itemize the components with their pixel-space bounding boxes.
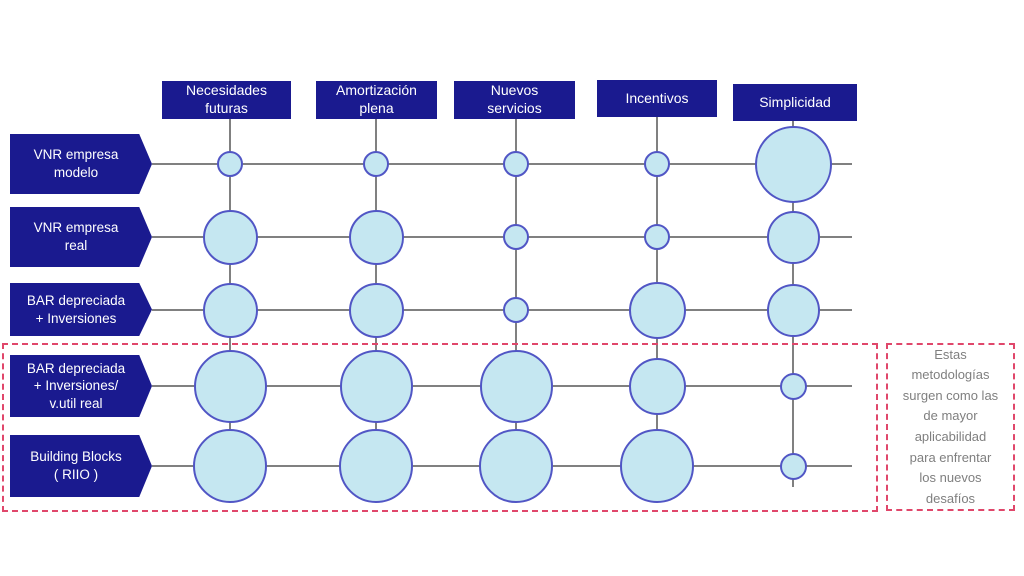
- bubble-r2-c4: [644, 224, 670, 250]
- bubble-r5-c1: [193, 429, 267, 503]
- bubble-r1-c4: [644, 151, 670, 177]
- row-label-5: Building Blocks ( RIIO ): [10, 435, 152, 497]
- grid-hline-row-3: [152, 309, 852, 311]
- bubble-r4-c2: [339, 349, 413, 423]
- bubble-r5-c2: [339, 429, 413, 503]
- row-label-1: VNR empresa modelo: [10, 134, 152, 194]
- highlight-region-box: [2, 343, 878, 512]
- bubble-r2-c5: [766, 210, 820, 264]
- row-label-2: VNR empresa real: [10, 207, 152, 267]
- bubble-r2-c1: [202, 209, 258, 265]
- bubble-r4-c5: [779, 372, 807, 400]
- grid-hline-row-1: [152, 163, 852, 165]
- column-header-3: Nuevos servicios: [454, 81, 575, 119]
- bubble-r5-c4: [620, 429, 694, 503]
- bubble-r5-c5: [779, 452, 807, 480]
- column-header-4: Incentivos: [597, 80, 717, 117]
- bubble-r1-c3: [503, 151, 529, 177]
- bubble-r3-c2: [348, 282, 404, 338]
- row-label-4: BAR depreciada + Inversiones/ v.util rea…: [10, 355, 152, 417]
- bubble-r3-c1: [202, 282, 258, 338]
- bubble-r5-c3: [479, 429, 553, 503]
- bubble-r1-c1: [217, 151, 243, 177]
- bubble-r3-c5: [766, 283, 820, 337]
- row-label-3: BAR depreciada + Inversiones: [10, 283, 152, 336]
- bubble-r4-c1: [193, 349, 267, 423]
- grid-hline-row-2: [152, 236, 852, 238]
- bubble-r3-c3: [503, 297, 529, 323]
- bubble-r2-c3: [503, 224, 529, 250]
- column-header-2: Amortización plena: [316, 81, 437, 119]
- highlight-note: Estas metodologías surgen como las de ma…: [886, 343, 1015, 511]
- column-header-1: Necesidades futuras: [162, 81, 291, 119]
- bubble-r4-c3: [479, 349, 553, 423]
- bubble-r4-c4: [628, 357, 686, 415]
- bubble-r2-c2: [348, 209, 404, 265]
- bubble-r3-c4: [628, 281, 686, 339]
- highlight-note-text: Estas metodologías surgen como las de ma…: [902, 346, 999, 506]
- column-header-5: Simplicidad: [733, 84, 857, 121]
- bubble-r1-c5: [754, 125, 832, 203]
- bubble-r1-c2: [363, 151, 389, 177]
